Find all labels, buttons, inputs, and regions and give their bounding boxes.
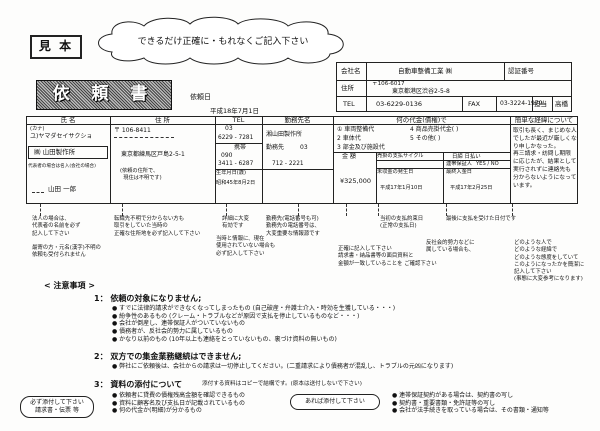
note-tel: 詳細に大変 有効です bbox=[222, 216, 249, 230]
work-tel-area: 03 bbox=[300, 144, 308, 151]
birth-value: 昭和45年8月2日 bbox=[216, 180, 256, 186]
note-work: 勤務先(電話番号も可) 勤務先の電話番号は、 大変重要な情報源です bbox=[266, 216, 320, 237]
amount-value: ¥325,000 bbox=[340, 177, 372, 185]
section-1-title: 1： 依頼の対象になりません; bbox=[94, 294, 202, 303]
representative-label: 代表者の場合は名入(会社の場合) bbox=[28, 164, 96, 169]
title-banner: 依 頼 書 bbox=[36, 80, 172, 110]
note-reason: どのような人で どのような経緯で どのような態度をしていて このようになったかを… bbox=[514, 240, 585, 283]
company-address: 東京都港区渋谷2-5-8 bbox=[392, 88, 450, 95]
guarantor-label: 連帯保証人 bbox=[446, 161, 472, 167]
header-tel: TEL bbox=[232, 116, 245, 124]
header-content: 何の代金(債権)で bbox=[396, 116, 447, 124]
note-last-payment: 最後に支払を受けた日付です bbox=[446, 216, 517, 222]
header-name: 氏 名 bbox=[60, 116, 76, 124]
option-3: 3 部金及び施設代 bbox=[337, 144, 385, 151]
birth-label: 生年月日(歳) bbox=[216, 170, 246, 176]
payment-cycle-label: 売掛の支払サイクル bbox=[377, 153, 424, 159]
tel-area-2: 090 bbox=[221, 152, 233, 159]
company-name: 自動車整備工業 ㈱ bbox=[398, 67, 453, 75]
tel-number-1: 6229 - 7281 bbox=[218, 135, 254, 141]
section-3-title: 3： 資料の添付について bbox=[94, 380, 183, 389]
header-work: 勤務先名 bbox=[284, 116, 311, 124]
accrual-date-label: 未収金の発生日 bbox=[377, 169, 414, 175]
note-birth: 当時と情報に、現在 使用されていない場合も 必ず記入して下さい bbox=[216, 236, 276, 257]
amount-label: 金 額 bbox=[342, 153, 356, 160]
last-payment-label: 最終入金日 bbox=[446, 169, 472, 175]
tel-area-1: 03 bbox=[225, 125, 233, 132]
company-tel: 03-6229-0136 bbox=[376, 100, 423, 108]
section-1-items: ● すでに法律的請求ができなくなってしまったもの (自己破産・弁護士介入・時効を… bbox=[112, 305, 396, 343]
request-date: 平成18年7月1日 bbox=[210, 107, 260, 115]
reason-text: 取引も長く、まじめな人 でしたが最近が厳しくな り申しかなった。 再三請求・訪問… bbox=[513, 128, 577, 189]
company-postal: 〒106-6017 bbox=[372, 81, 405, 87]
manager-label: 担当 bbox=[534, 100, 547, 108]
customer-name: ㈱ 山田製作所 bbox=[34, 148, 76, 156]
section-3-items-left: ● 依頼者に貸費の債権残高金額を確認できるもの ● 資料に顧客名及び支払日が記載… bbox=[112, 392, 246, 415]
sample-stamp: 見 本 bbox=[30, 35, 82, 59]
company-fax: 03-3224-1979 bbox=[500, 100, 543, 107]
option-2: 2 車体代 bbox=[337, 135, 361, 142]
option-1: ① 車両整備代 bbox=[337, 126, 375, 133]
note-amount: 正確に記入して下さい 請求書・納品書等の面目資料と 金額が一致していることを ご… bbox=[338, 246, 437, 267]
section-3-subtitle: 添付する資料はコピーで結構です。(原本は送付しないで下さい) bbox=[202, 381, 362, 387]
customer-address: 東京都練馬区戸島2-5-1 bbox=[121, 151, 185, 158]
customer-postal: 〒 106-8411 bbox=[114, 127, 151, 134]
approval-number-label: 認証番号 bbox=[508, 67, 534, 75]
section-2-items: ● 弊社にご依頼後は、会社からの請求は一切停止してください。(二重請求により債務… bbox=[112, 363, 454, 370]
accrual-date: 平成17年1月10日 bbox=[380, 185, 423, 191]
company-name-label: 会社名 bbox=[341, 67, 361, 75]
address-note: (依頼の住所で、 現住は不明です) bbox=[120, 168, 162, 182]
note-name: 法人の場合は、 代表者の名前を必ず 記入して下さい 最寄の方・元名(漢字)不明の… bbox=[32, 216, 101, 259]
company-box bbox=[336, 62, 572, 112]
caution-title: < 注意事項 > bbox=[44, 281, 95, 290]
header-address: 住 所 bbox=[154, 116, 171, 124]
note-address: 転職先不明で分からない方も 取引をしていた当時の 正確な住所地を必ず記入して下さ… bbox=[114, 216, 201, 237]
note-antisocial: 反社会的勢力などに 属している場合も、 bbox=[426, 240, 475, 254]
instruction-cloud: できるだけ正確に・もれなくご記入下さい bbox=[98, 16, 344, 65]
tel-number-2: 3411 - 6287 bbox=[218, 161, 254, 167]
work-label: 勤務先 bbox=[266, 144, 285, 151]
work-tel: 712 - 2221 bbox=[272, 161, 304, 167]
note-payment-date: 当初の支払約束日 (正常の支払日) bbox=[380, 216, 424, 230]
representative-name: 山田 一郎 bbox=[48, 185, 77, 193]
manager-name: 高橋 bbox=[555, 100, 568, 108]
kana-value: ユ)ヤマダセイサクショ bbox=[30, 133, 93, 140]
header-reason: 簡単な経緯について bbox=[514, 116, 574, 124]
work-name: 湘山田製作所 bbox=[266, 131, 303, 138]
kana-label: (カナ) bbox=[30, 126, 45, 132]
must-attach-bubble: 必ず添付して下さい 請求書・伝票 等 bbox=[20, 396, 94, 418]
section-3-items-right: ● 連帯保証契約がある場合は、契約書の写し ● 契約書・重要書類・免許証等の写し… bbox=[392, 392, 549, 415]
fax-label: FAX bbox=[468, 100, 481, 108]
tel-label: TEL bbox=[343, 100, 355, 108]
address-label: 住所 bbox=[341, 84, 354, 92]
option-5: 5 その他( ) bbox=[410, 135, 441, 142]
payment-dates-label: 日締 日払い bbox=[452, 154, 481, 160]
request-date-label: 依頼日 bbox=[190, 93, 211, 101]
request-table bbox=[26, 116, 578, 204]
mobile-label: 携帯 bbox=[234, 144, 247, 151]
optional-attach-bubble: あれば添付して下さい bbox=[290, 394, 380, 410]
section-2-title: 2： 双方での集金業務継続はできません; bbox=[94, 352, 242, 361]
last-payment-date: 平成17年2月25日 bbox=[450, 185, 493, 191]
cloud-text: できるだけ正確に・もれなくご記入下さい bbox=[138, 35, 309, 47]
option-4: 4 商品売掛代金( ) bbox=[410, 126, 459, 133]
guarantor-option: YES / NO bbox=[476, 161, 499, 167]
